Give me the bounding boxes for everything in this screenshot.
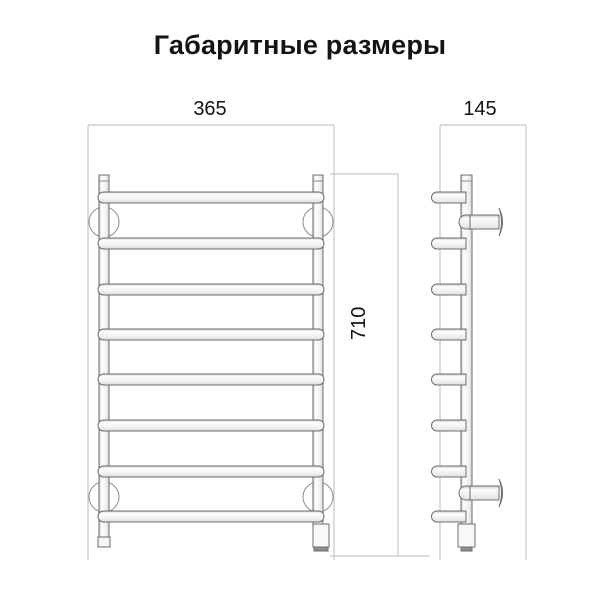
horizontal-rungs: [97, 191, 325, 523]
dimension-height-710: [330, 173, 430, 557]
dimension-lines: [87, 124, 527, 560]
wall-brackets: [458, 207, 503, 508]
side-rungs: [431, 191, 467, 523]
dimension-width-365: [87, 124, 335, 560]
front-view: [88, 174, 334, 552]
vertical-posts: [98, 174, 324, 544]
side-view: [431, 174, 503, 552]
page-title: Габаритные размеры: [153, 30, 447, 60]
mounting-feet: [97, 523, 330, 552]
dimension-label-depth: 145: [463, 98, 497, 120]
side-foot: [457, 523, 476, 552]
dimension-label-width: 365: [193, 98, 227, 120]
